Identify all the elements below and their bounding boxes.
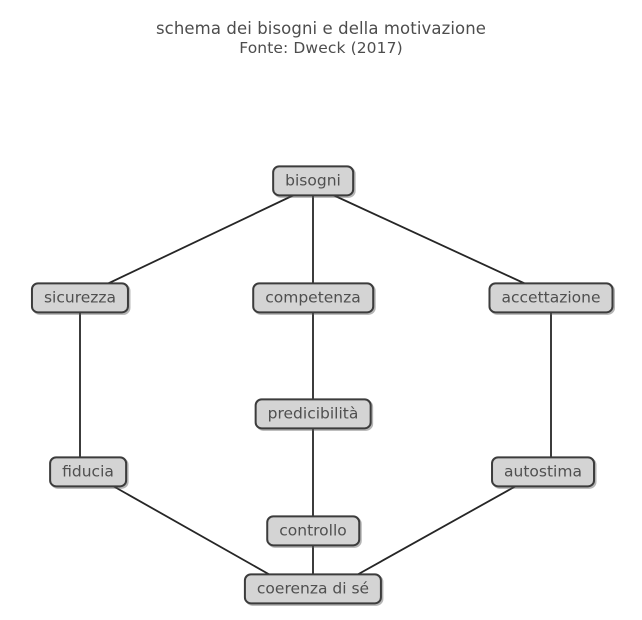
edge-bisogni-to-accettazione (332, 194, 529, 286)
node-accettazione[interactable]: accettazione (488, 282, 614, 314)
edge-bisogni-to-sicurezza (104, 194, 295, 286)
node-controllo[interactable]: controllo (266, 515, 360, 547)
node-coerenza[interactable]: coerenza di sé (243, 573, 383, 605)
title-main: schema dei bisogni e della motivazione (155, 19, 487, 38)
node-autostima[interactable]: autostima (491, 456, 595, 488)
diagram-title: schema dei bisogni e della motivazione F… (0, 18, 642, 59)
edge-fiducia-to-coerenza (112, 485, 273, 577)
title-source: Fonte: Dweck (2017) (239, 39, 403, 58)
node-fiducia[interactable]: fiducia (49, 456, 127, 488)
node-competenza[interactable]: competenza (252, 282, 374, 314)
node-predicibilita[interactable]: predicibilità (254, 398, 372, 430)
node-sicurezza[interactable]: sicurezza (30, 282, 130, 314)
node-bisogni[interactable]: bisogni (272, 165, 354, 197)
edge-autostima-to-coerenza (354, 485, 517, 577)
